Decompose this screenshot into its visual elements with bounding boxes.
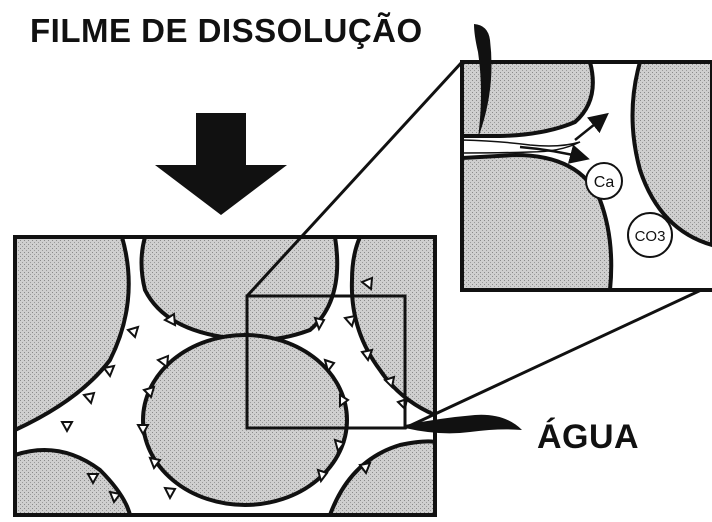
pressure-arrow [155, 113, 287, 215]
grain-top-left [15, 237, 129, 430]
calcium-ion-label: Ca [594, 174, 615, 191]
water-label: ÁGUA [537, 418, 639, 457]
grain-top-right [352, 237, 435, 415]
grain-bottom-right [330, 441, 435, 515]
grain-bottom-left [15, 450, 130, 515]
carbonate-ion-label: CO3 [635, 228, 666, 245]
dissolution-film-label: FILME DE DISSOLUÇÃO [30, 12, 423, 50]
grain-top-center [142, 237, 338, 340]
inset-detail: Ca CO3 [462, 62, 712, 290]
water-pointer [405, 415, 522, 434]
zoom-connector-bottom [405, 285, 712, 428]
grain-center [143, 335, 347, 505]
grain-packing [15, 237, 435, 515]
